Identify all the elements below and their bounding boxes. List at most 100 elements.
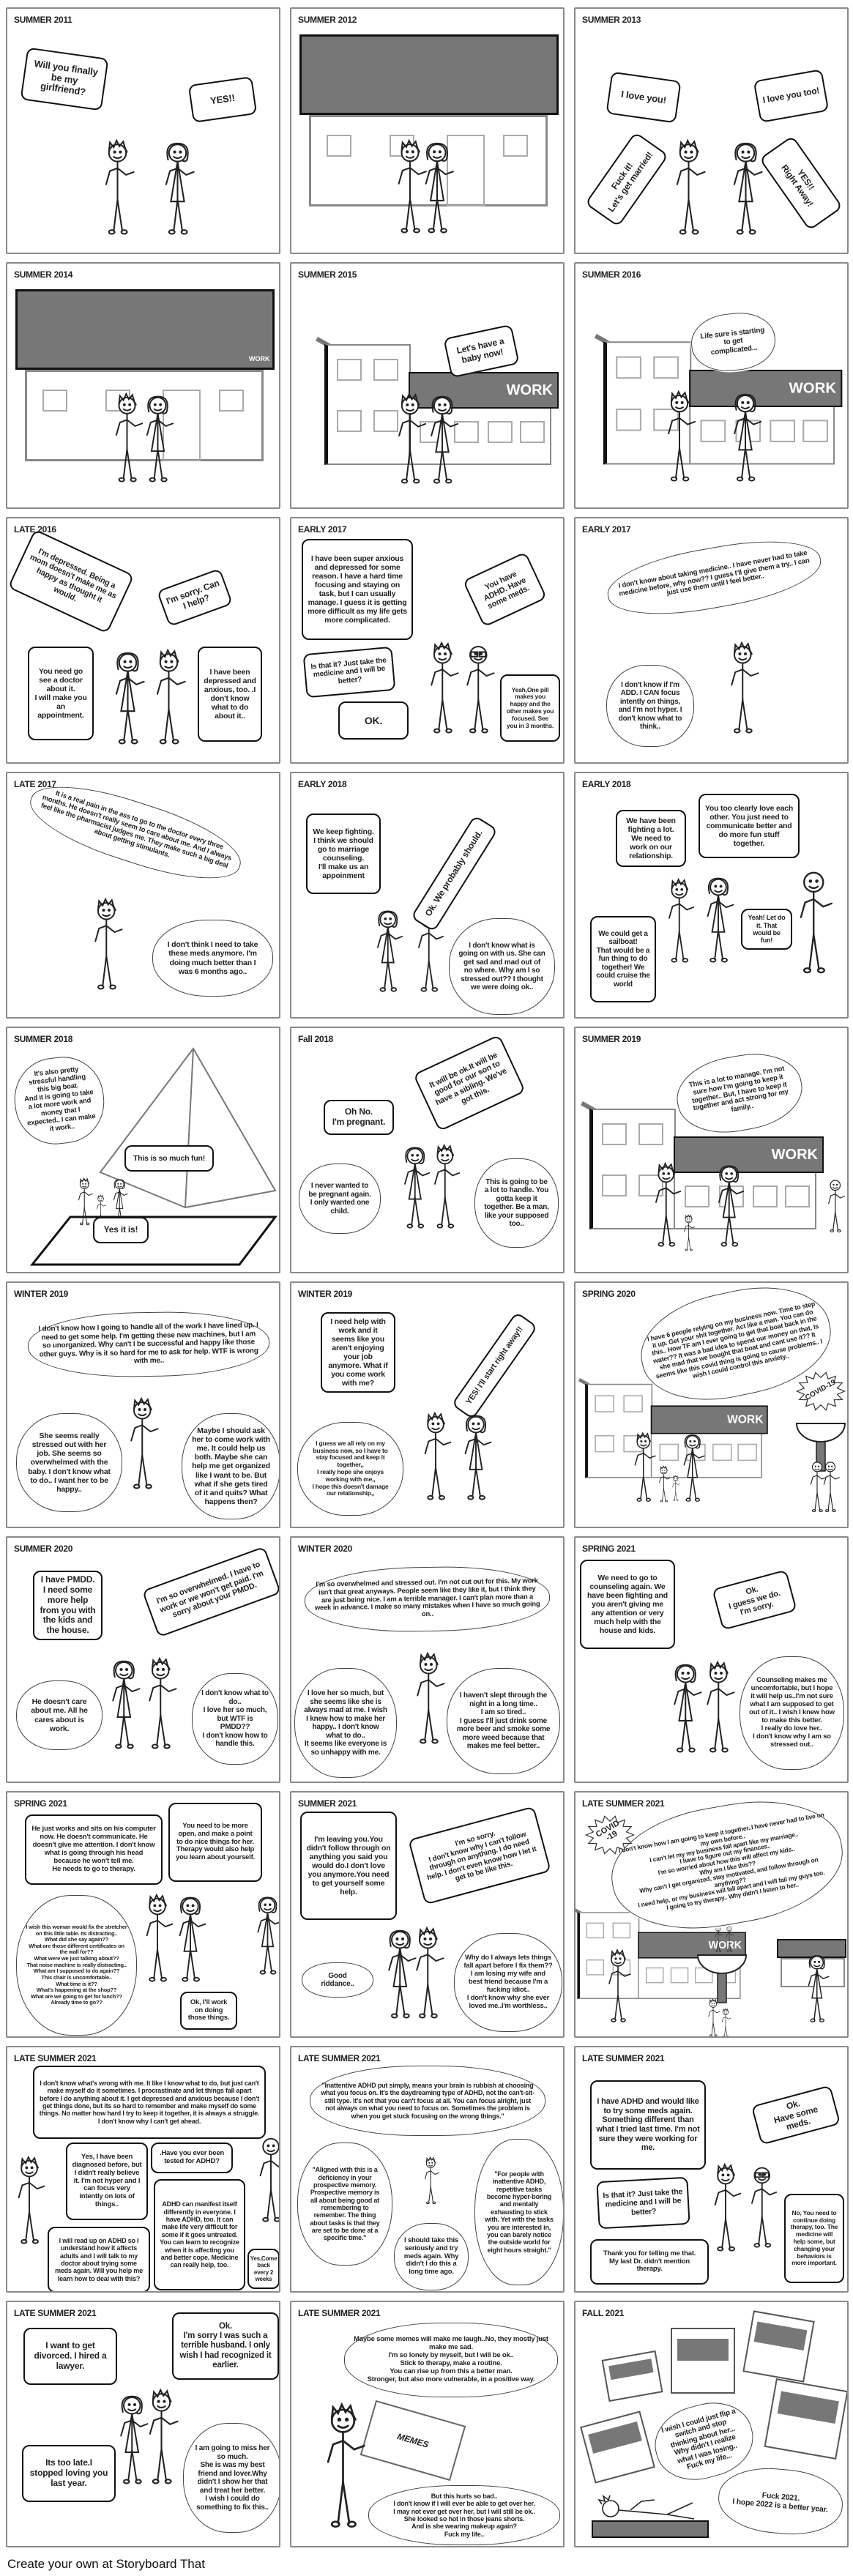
panel-title: SUMMER 2020	[14, 1544, 73, 1554]
window	[602, 1175, 627, 1196]
fountain	[696, 1954, 748, 2003]
man-stick-figure	[731, 641, 759, 734]
window	[595, 1395, 614, 1412]
window	[337, 359, 362, 381]
woman-stick-figure	[113, 1179, 128, 1226]
work-sign-label: WORK	[708, 1939, 742, 1951]
speech-bubble: It will be ok.It will be good for our so…	[412, 1034, 526, 1132]
speech-bubble: Ok. Have some meds.	[750, 2085, 841, 2145]
speech-bubble: You have ADHD. Have some meds.	[462, 551, 548, 628]
thumbnail-graphic	[777, 2391, 840, 2424]
speech-bubble: Yes it is!	[93, 1217, 149, 1243]
man-stick-figure	[130, 1396, 159, 1489]
panel-title: SUMMER 2019	[582, 1034, 641, 1044]
memory-thumbnail	[580, 2411, 655, 2484]
window	[602, 1123, 627, 1145]
thought-bubble: I wish this woman would fix the stretche…	[16, 1895, 137, 2036]
man-stick-figure	[668, 390, 696, 482]
comic-panel: SUMMER 2012	[290, 7, 565, 254]
therapist-stick-figure	[800, 871, 832, 974]
man-stick-figure	[424, 2156, 439, 2205]
window	[616, 356, 641, 379]
speech-bubble: I don't know what's wrong with me. It li…	[33, 2066, 266, 2139]
speech-bubble: This is so much fun!	[124, 1145, 214, 1172]
thought-bubble: He doesn't care about me. All he cares a…	[16, 1680, 103, 1750]
window	[737, 1443, 757, 1462]
speech-bubble: I need help with work and it seems like …	[321, 1312, 395, 1393]
speech-bubble: I'm leaving you.You didn't follow throug…	[300, 1812, 397, 1920]
woman-stick-figure	[683, 1434, 705, 1502]
speech-bubble: Yes, I have been diagnosed before, but I…	[66, 2143, 148, 2220]
thought-bubble: Maybe some memes will make me laugh..No,…	[344, 2323, 558, 2397]
man-stick-figure	[431, 641, 459, 734]
man-stick-figure	[707, 1660, 735, 1753]
window	[373, 410, 398, 432]
storyboard-that-footer-link[interactable]: Create your own at Storyboard That	[7, 2557, 205, 2571]
window	[670, 1967, 689, 1984]
thought-bubble: I am going to miss her so much. She is w…	[183, 2423, 279, 2533]
window	[503, 135, 528, 157]
thought-bubble: She seems really stressed out with her j…	[16, 1413, 122, 1512]
thought-bubble: Why do I always lets things fall apart b…	[454, 1933, 562, 2032]
panel-title: SUMMER 2016	[582, 269, 641, 280]
man-stick-figure	[668, 877, 695, 963]
panel-title: WINTER 2019	[298, 1289, 353, 1299]
woman-stick-figure	[707, 877, 734, 963]
child-stick-figure	[658, 1465, 670, 1503]
therapist-stick-figure	[828, 1180, 846, 1233]
work-building-scene: WORK	[576, 264, 847, 507]
speech-bubble: YES!! Right Away!	[759, 135, 843, 231]
woman-stick-figure	[120, 2395, 149, 2484]
speech-bubble: You need to be more open, and make a poi…	[168, 1803, 262, 1882]
thought-bubble: I should take this seriously and try med…	[394, 2223, 469, 2290]
work-building-scene: WORK	[576, 1321, 774, 1514]
window	[616, 409, 641, 431]
panel-title: SPRING 2020	[582, 1289, 636, 1299]
panel-title: SUMMER 2018	[14, 1034, 73, 1044]
panel-title: SUMMER 2012	[298, 15, 357, 25]
man-stick-figure	[398, 138, 427, 234]
window	[488, 421, 513, 443]
speech-bubble: I'm so overwhelmed. I have to work or we…	[141, 1546, 279, 1638]
speech-bubble: I have PMDD. I need some more help from …	[33, 1571, 103, 1640]
speech-bubble: I have ADHD and would like to try some m…	[590, 2080, 706, 2170]
thought-bubble: I'm so overwhelmed and stressed out. I'm…	[304, 1565, 551, 1634]
panel-title: LATE SUMMER 2021	[14, 2053, 97, 2063]
panel-title: SUMMER 2011	[14, 15, 72, 25]
panel-title: Fall 2018	[298, 1034, 334, 1044]
panel-title: LATE SUMMER 2021	[14, 2308, 97, 2318]
house-scene	[291, 9, 563, 253]
speech-bubble: Ok. I'm sorry I was such a terrible husb…	[172, 2312, 279, 2380]
speech-bubble: We need to go to counseling again. We ha…	[580, 1560, 675, 1649]
window	[638, 1175, 663, 1196]
speech-bubble: ADHD can manifest itself differently in …	[154, 2179, 245, 2290]
speech-bubble: I love you!	[606, 71, 682, 124]
man-stick-figure	[398, 392, 427, 484]
panel-title: EARLY 2017	[298, 524, 347, 535]
covid-burst-icon	[584, 1815, 636, 1855]
speech-bubble: Ok. I guess we do. I'm sorry.	[712, 1569, 797, 1631]
work-sign: WORK	[409, 372, 559, 409]
man-stick-figure	[714, 2162, 742, 2252]
speech-bubble: Will you finally be my girlfriend?	[20, 47, 109, 111]
speech-bubble: .Have you ever been tested for ADHD?	[151, 2143, 233, 2173]
window	[770, 420, 796, 442]
speech-bubble: He just works and sits on his computer n…	[25, 1814, 163, 1885]
speech-bubble: Yes,Come back every 2 weeks	[247, 2249, 279, 2289]
panel-title: EARLY 2018	[298, 779, 347, 789]
work-sign-label: WORK	[771, 1147, 818, 1163]
window	[373, 359, 398, 381]
thought-bubble: Fuck 2021. I hope 2022 is a better year.	[715, 2463, 846, 2539]
